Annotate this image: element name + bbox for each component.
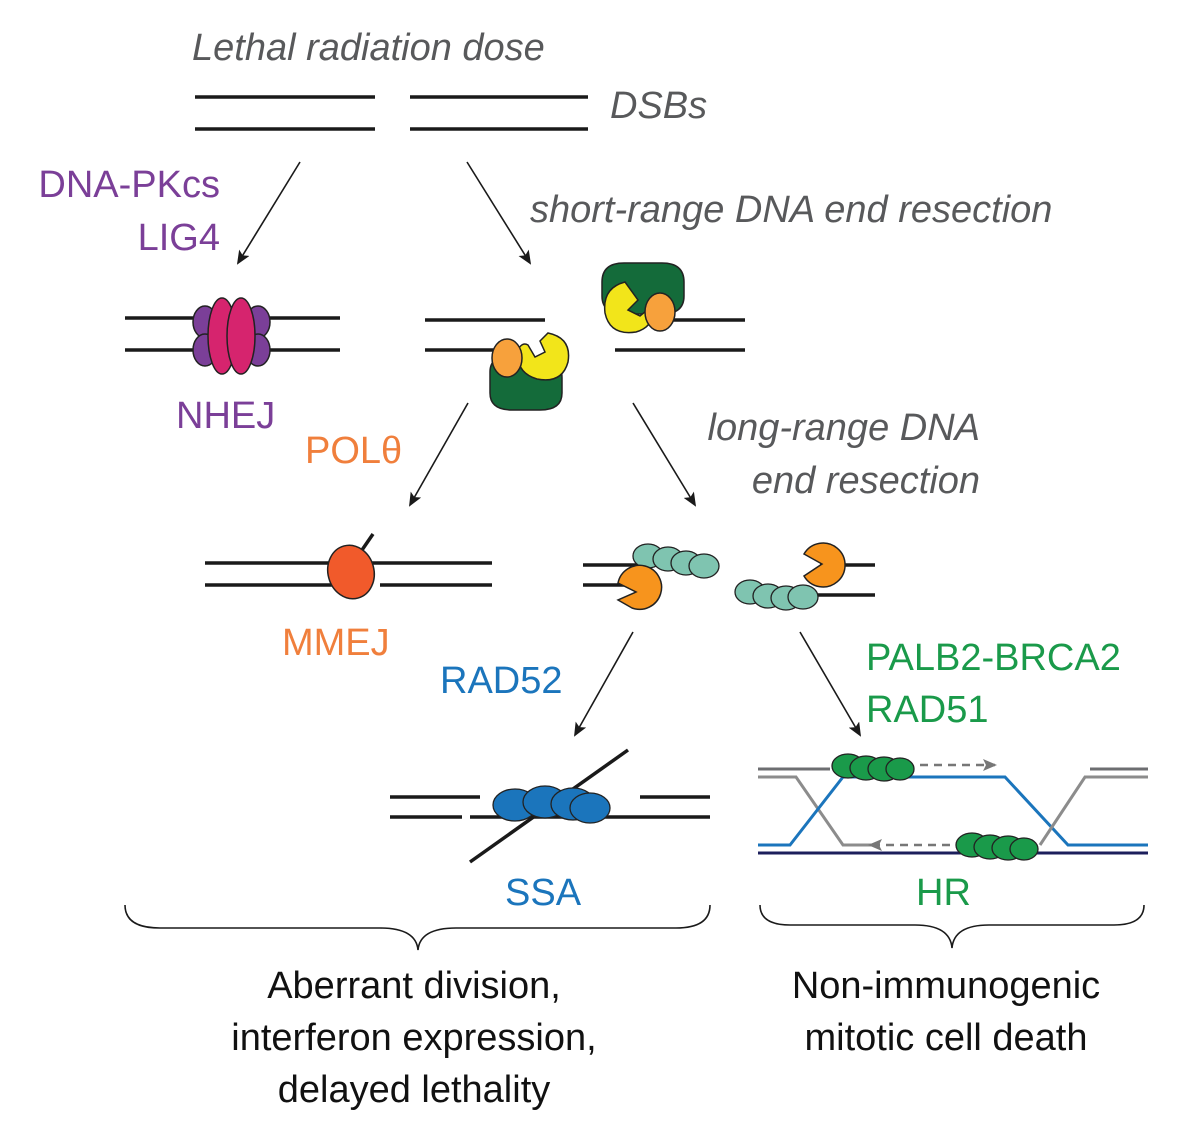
poltheta-label: POLθ <box>305 430 402 472</box>
dsbs-label: DSBs <box>610 85 707 127</box>
ssa-complex <box>390 748 710 864</box>
left-brace <box>124 904 711 951</box>
outcome-left-line1: Aberrant division, <box>267 965 561 1007</box>
outcome-right-line1: Non-immunogenic <box>792 965 1100 1007</box>
hr-complex <box>758 753 1148 861</box>
rad51-label: RAD51 <box>866 689 989 731</box>
arrow-to-ssa <box>574 631 634 737</box>
mrn-complex-right <box>601 262 745 352</box>
palb2-brca2-label: PALB2-BRCA2 <box>866 637 1121 679</box>
arrow-to-mmej <box>409 402 469 507</box>
nhej-complex <box>125 297 340 375</box>
rad52-label: RAD52 <box>440 660 563 702</box>
resected-end-left <box>583 543 720 611</box>
nhej-label: NHEJ <box>176 395 275 437</box>
long-range-label-line1: long-range DNA <box>708 407 980 449</box>
arrow-to-long-range <box>632 402 697 507</box>
dsb-dna-duplex <box>195 95 588 131</box>
short-range-resection-label: short-range DNA end resection <box>530 189 1052 231</box>
resected-end-right <box>734 542 875 611</box>
ssa-label: SSA <box>505 872 582 914</box>
outcome-left-line2: interferon expression, <box>231 1017 596 1059</box>
long-range-label-line2: end resection <box>752 460 980 502</box>
arrow-to-nhej <box>236 161 301 265</box>
dnapkcs-label: DNA-PKcs <box>38 164 220 206</box>
outcome-right-line2: mitotic cell death <box>804 1017 1087 1059</box>
outcome-left-line3: delayed lethality <box>278 1069 551 1111</box>
arrow-to-resection <box>466 161 532 265</box>
mrn-complex-left <box>425 318 570 411</box>
right-brace <box>759 904 1145 949</box>
arrow-to-hr <box>799 631 862 737</box>
mmej-complex <box>205 533 492 600</box>
hr-label: HR <box>916 872 971 914</box>
lethal-dose-label: Lethal radiation dose <box>192 27 545 69</box>
lig4-label: LIG4 <box>138 217 220 259</box>
mmej-label: MMEJ <box>282 622 390 664</box>
